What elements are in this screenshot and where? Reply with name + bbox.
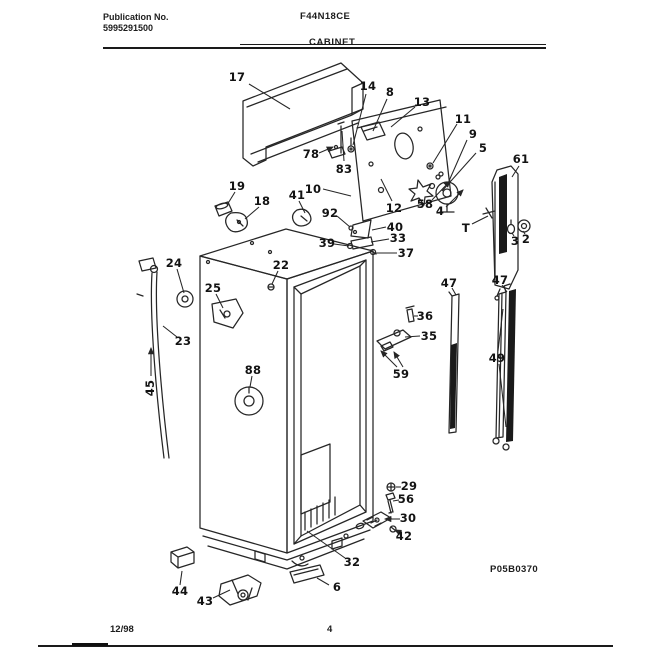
publication-info: Publication No. 5995291500 [103, 12, 169, 34]
leader-line-88 [249, 375, 253, 388]
leader-line-22 [271, 270, 279, 285]
header-rule [103, 47, 546, 49]
leader-line-6 [316, 577, 330, 586]
leader-line-19 [226, 191, 236, 206]
model-number: F44N18CE [300, 11, 351, 22]
leader-line-4 [445, 189, 464, 208]
top-grille-panel [242, 62, 364, 167]
leader-line-32 [306, 530, 346, 559]
leader-line-17 [248, 83, 291, 110]
side-trim-channel [482, 165, 531, 301]
leader-line-13 [390, 106, 416, 128]
leader-line-12 [380, 178, 393, 202]
leader-line-58 [431, 180, 451, 201]
leader-line-49 [498, 363, 507, 428]
leader-line-56 [392, 499, 400, 502]
leader-line-47 [501, 284, 508, 293]
leader-line-23 [162, 325, 178, 338]
leader-line-35 [404, 335, 421, 338]
footer-rule [38, 645, 613, 647]
leader-line-T [471, 215, 489, 225]
figure-code: P05B0370 [490, 564, 539, 575]
top-hinge-hardware [328, 121, 444, 177]
footer-page-number: 4 [327, 624, 333, 635]
leader-line-47 [451, 287, 457, 296]
leader-line-10 [322, 188, 352, 197]
leader-line-92 [336, 215, 351, 228]
leader-line-33 [370, 238, 390, 243]
leader-line-49 [497, 308, 504, 352]
leader-line-42 [394, 529, 403, 536]
bottom-hinge-hardware [362, 482, 397, 533]
footer-rule-thick-segment [72, 643, 108, 646]
leader-line-83 [341, 130, 345, 162]
leader-line-24 [176, 268, 185, 294]
leader-line-41 [298, 200, 306, 214]
publication-number: 5995291500 [103, 23, 154, 33]
leader-line-9 [448, 139, 468, 182]
footer-date: 12/98 [110, 624, 134, 635]
leader-line-61 [511, 165, 520, 178]
leader-line-14 [352, 93, 367, 146]
leader-line-40 [371, 226, 387, 231]
leader-line-3 [511, 232, 515, 237]
header-rule-secondary [240, 44, 546, 45]
leader-line-78 [318, 146, 334, 154]
leader-line-2 [522, 230, 526, 235]
leader-line-59 [380, 350, 398, 368]
base-parts [170, 546, 325, 606]
leader-line-43 [212, 589, 231, 599]
center-hinge [376, 305, 415, 352]
publication-label: Publication No. [103, 12, 169, 22]
leader-line-18 [244, 206, 260, 220]
cabinet-body [199, 228, 374, 570]
leader-line-44 [179, 570, 183, 586]
section-title: CABINET [309, 37, 356, 48]
left-side-parts [136, 257, 244, 459]
leader-line-8 [372, 98, 388, 132]
leader-line-25 [215, 293, 224, 309]
leader-line-39 [333, 243, 350, 247]
leader-lines [147, 83, 526, 599]
leader-line-59 [393, 351, 404, 368]
leader-line-11 [432, 123, 458, 164]
drain-cup [234, 386, 264, 416]
door-trim-strips [448, 283, 516, 451]
